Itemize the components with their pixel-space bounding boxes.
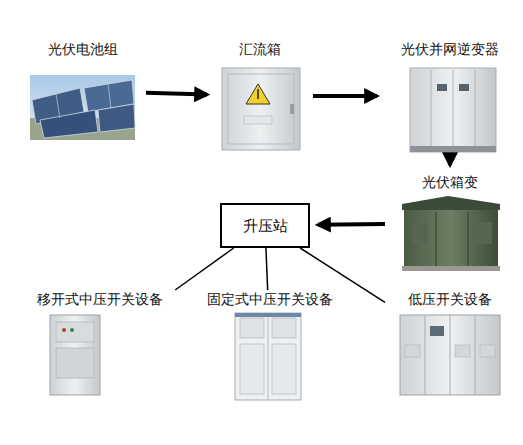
transformer-photo: [402, 196, 500, 271]
node-label: 移开式中压开关设备: [5, 290, 195, 308]
flow-arrow: [146, 93, 207, 95]
withdrawable-switchgear-photo: [50, 315, 100, 395]
flow-arrow: [318, 222, 385, 227]
flow-arrow: [448, 160, 452, 165]
node-label: 光伏电池组: [28, 40, 138, 58]
photo-node: 光伏箱变: [393, 173, 507, 273]
fixed-switchgear-photo: [235, 313, 301, 400]
solar-photo: [30, 75, 135, 140]
photo-node: 光伏电池组: [28, 40, 138, 142]
connector-line: [300, 248, 385, 302]
node-label: 低压开关设备: [385, 290, 515, 308]
flow-arrow: [313, 94, 377, 98]
photo-node: 移开式中压开关设备: [5, 290, 195, 398]
inverter-photo: [410, 68, 496, 152]
node-label: 升压站: [243, 217, 288, 235]
photo-node: 汇流箱: [215, 40, 305, 152]
low-voltage-switchgear-photo: [400, 315, 500, 395]
connector-line: [175, 248, 233, 290]
node-label: 固定式中压开关设备: [190, 290, 350, 308]
process-box: 升压站: [220, 203, 310, 248]
photo-node: 低压开关设备: [385, 290, 515, 398]
node-label: 光伏并网逆变器: [385, 40, 515, 58]
node-label: 光伏箱变: [393, 173, 507, 191]
photo-node: 固定式中压开关设备: [190, 290, 350, 402]
node-label: 汇流箱: [215, 40, 305, 58]
combiner-box-photo: [222, 68, 300, 150]
connector-line: [266, 248, 268, 290]
photo-node: 光伏并网逆变器: [385, 40, 515, 152]
